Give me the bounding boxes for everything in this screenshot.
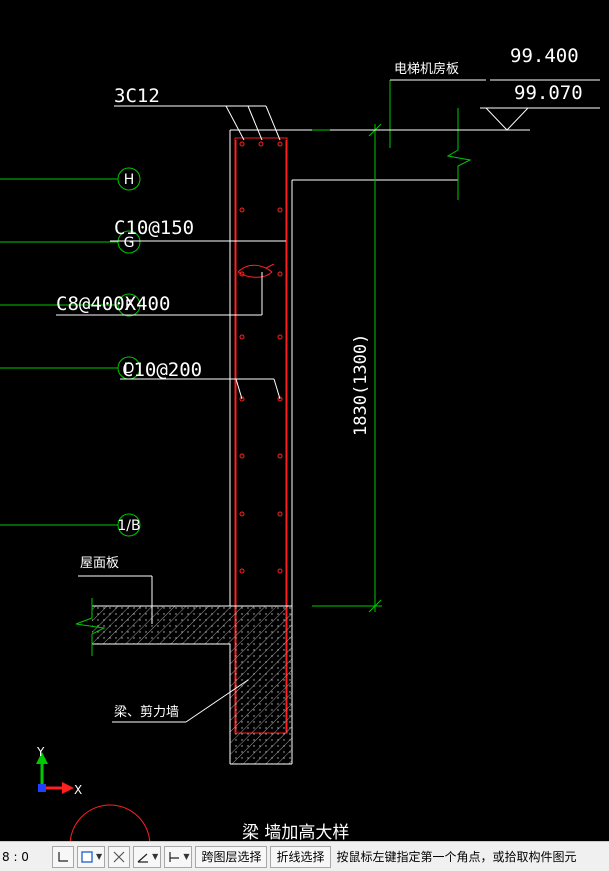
label-rebar-top: 3C12 — [114, 85, 160, 107]
axis-lines — [0, 178, 118, 526]
tie-hook — [237, 263, 275, 278]
axis-label-h: H — [124, 172, 135, 188]
cross-layer-select-button[interactable]: 跨图层选择 — [195, 845, 268, 868]
elevation-second: 99.070 — [514, 82, 583, 104]
label-machine-room-slab: 电梯机房板 — [394, 61, 459, 77]
rebar-dots — [239, 141, 283, 574]
break-lines — [75, 80, 472, 656]
leader-lines — [56, 79, 486, 723]
status-bar: 8 : 0 ▼ ▼ ▼ 跨图层选择 折线选择 按鼠标左键指定第一个角点，或拾取构… — [0, 841, 609, 871]
slab-hatch — [92, 606, 292, 764]
axis-label-d: D — [124, 361, 135, 377]
axis-label-f: F — [125, 298, 133, 314]
axis-label-g: G — [124, 235, 135, 251]
cad-drawing-canvas[interactable]: H G F D 1/B — [0, 0, 609, 841]
label-beam-wall: 梁、剪力墙 — [114, 704, 179, 720]
angle-dropdown[interactable]: ▼ — [133, 845, 162, 868]
dimension-label: 1830(1300) — [351, 334, 371, 436]
chevron-down-icon: ▼ — [183, 852, 190, 861]
command-prompt: 按鼠标左键指定第一个角点，或拾取构件图元 — [336, 850, 577, 864]
wall-outline — [229, 129, 458, 606]
ucs-x-label: X — [74, 783, 82, 797]
detail-circle — [69, 804, 151, 841]
insert-point-dropdown[interactable]: ▼ — [164, 845, 193, 868]
detail-title: 梁 墙加高大样 — [242, 823, 349, 841]
ortho-toggle-button[interactable] — [52, 845, 74, 868]
rectangle-select-icon — [81, 850, 93, 863]
slab-outline — [92, 605, 293, 765]
axis-label-1b: 1/B — [117, 518, 140, 534]
cross-icon — [113, 851, 125, 862]
chevron-down-icon: ▼ — [96, 852, 103, 861]
select-mode-dropdown[interactable]: ▼ — [77, 845, 106, 868]
cross-select-button[interactable] — [108, 845, 131, 868]
elevation-marker — [330, 79, 600, 131]
elevation-top: 99.400 — [510, 45, 579, 67]
angle-icon — [137, 853, 149, 863]
ortho-icon — [58, 851, 68, 862]
ucs-icon — [36, 752, 74, 794]
label-dist-bar: C10@200 — [122, 359, 202, 381]
coord-readout: 8 : 0 — [2, 849, 29, 864]
label-stirrup: C10@150 — [114, 217, 194, 239]
chevron-down-icon: ▼ — [152, 852, 159, 861]
polyline-select-button[interactable]: 折线选择 — [270, 845, 331, 868]
label-tie: C8@400X400 — [56, 293, 170, 315]
ucs-y-label: Y — [36, 745, 45, 759]
insert-point-icon — [169, 851, 180, 862]
label-roof-slab: 屋面板 — [80, 556, 119, 571]
